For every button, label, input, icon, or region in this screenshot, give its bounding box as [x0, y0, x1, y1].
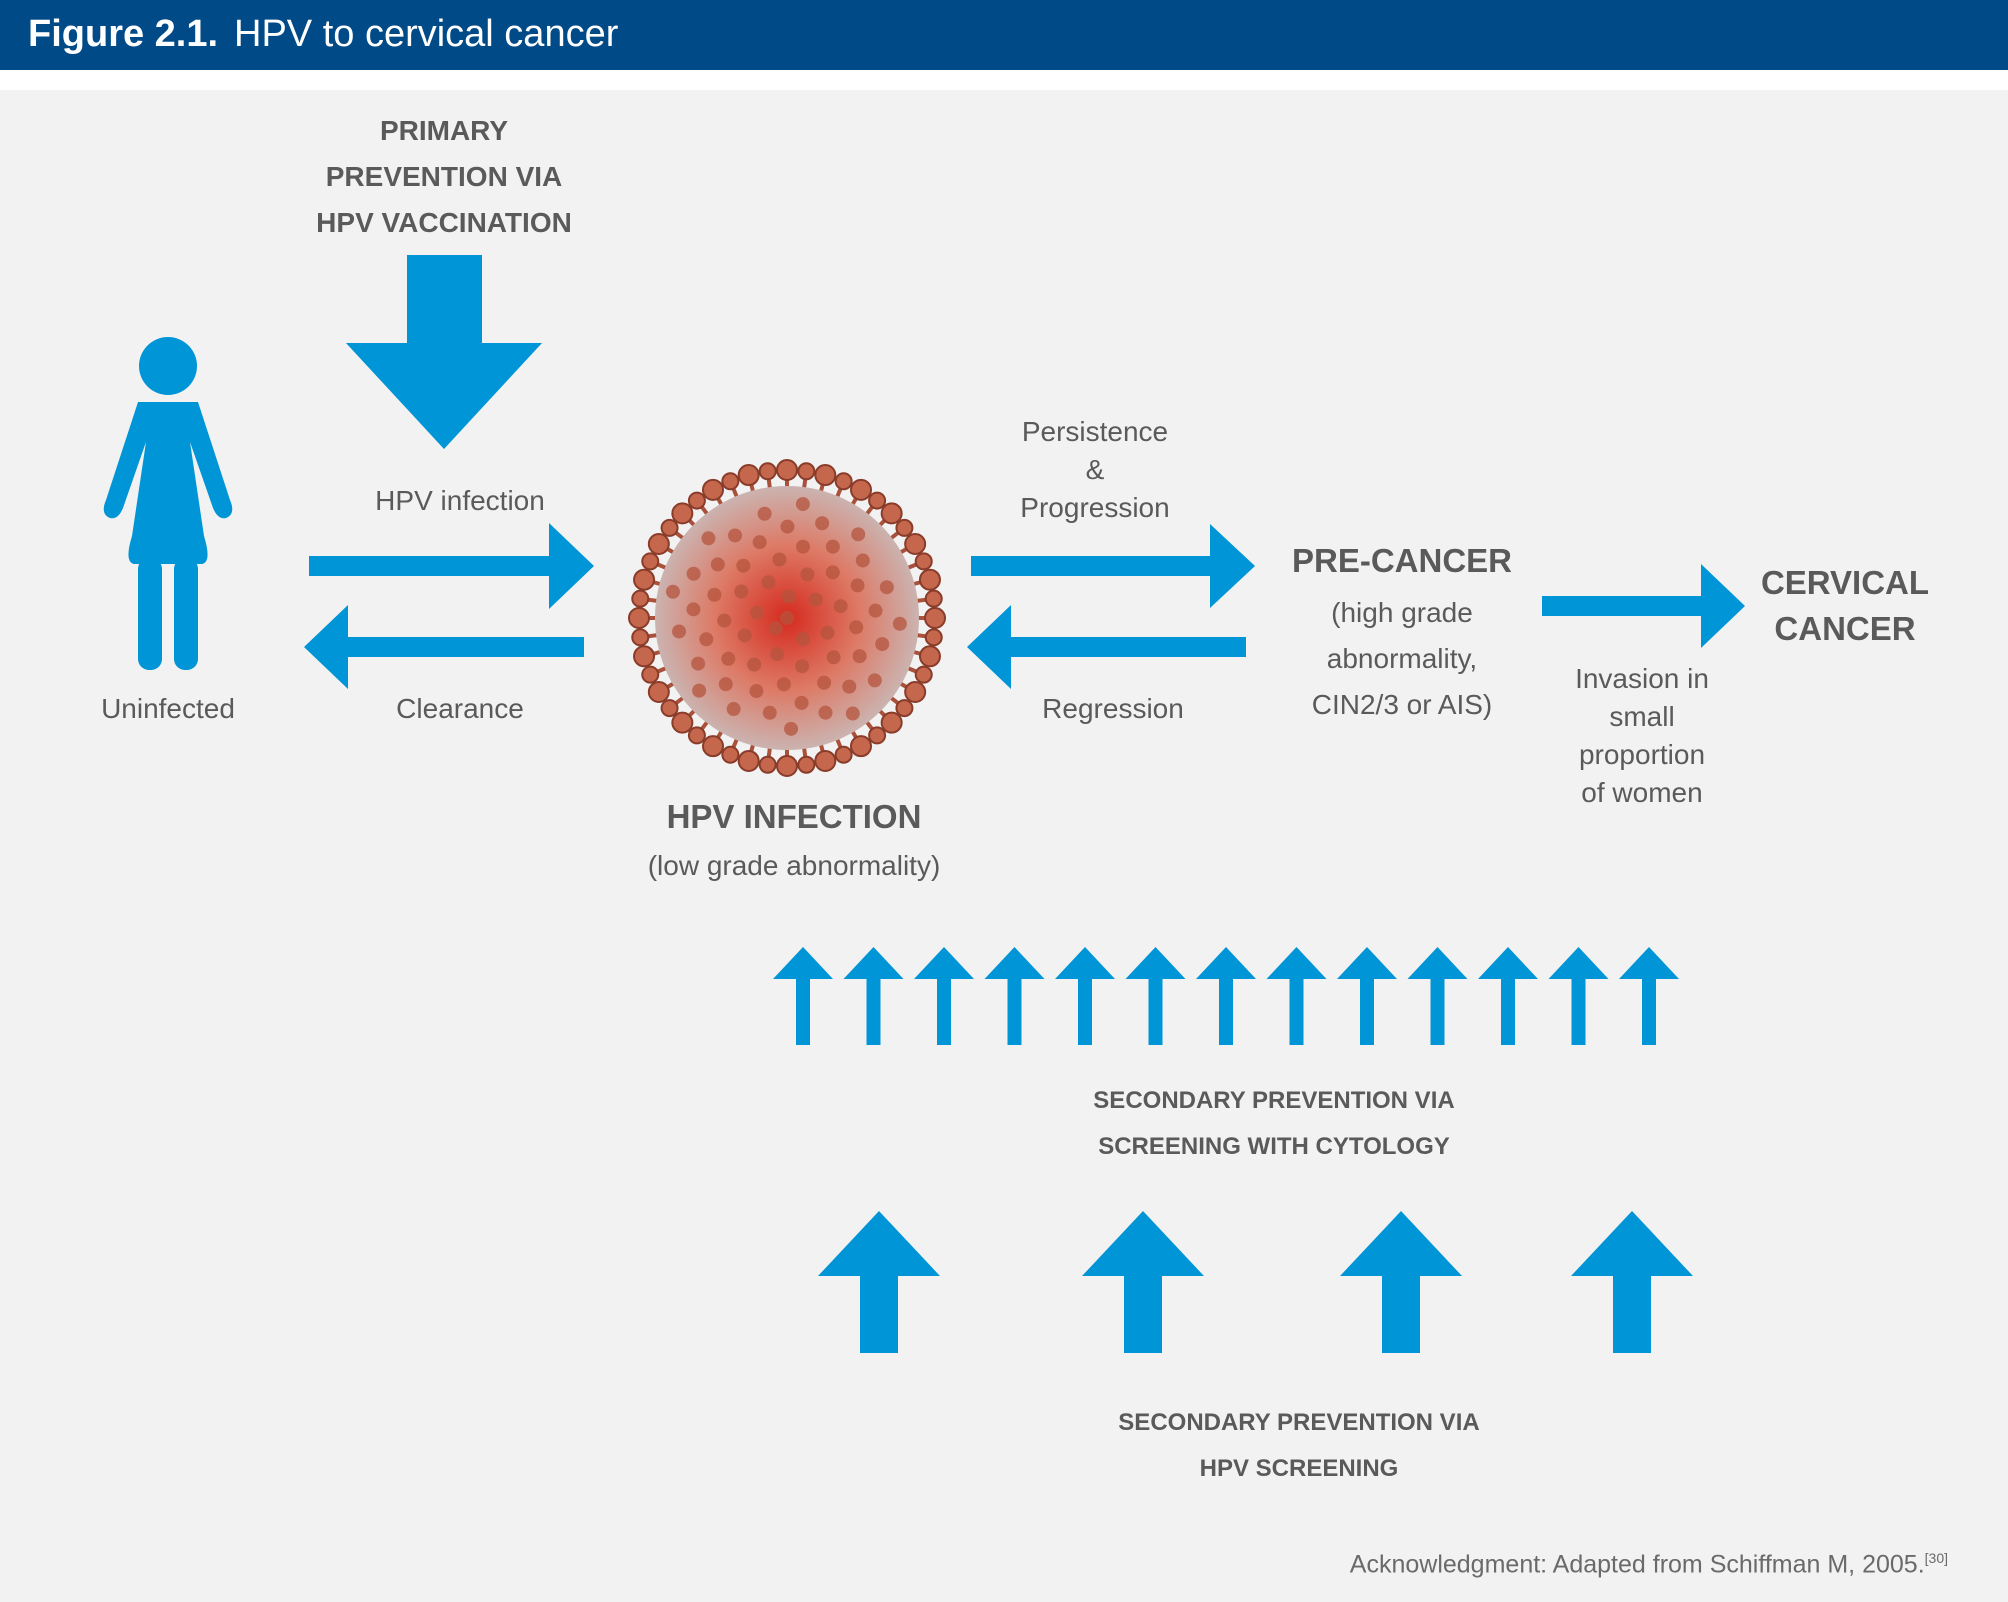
cytology-up-arrow [914, 947, 974, 1045]
primary-prevention-line: PREVENTION VIA [325, 161, 563, 192]
progression-right-arrow [971, 524, 1255, 608]
pre-cancer-title: PRE-CANCER [1291, 542, 1513, 579]
hpv-virus-icon [628, 459, 946, 777]
primary-prevention-line: PRIMARY [379, 115, 509, 146]
regression-label: Regression [1042, 693, 1184, 724]
cytology-up-arrow [1478, 947, 1538, 1045]
regression-left-arrow [967, 605, 1246, 689]
figure-header: Figure 2.1. HPV to cervical cancer [0, 0, 2008, 70]
hpv-screening-up-arrow [1340, 1211, 1462, 1353]
cytology-up-arrow [843, 947, 904, 1045]
invasion-right-arrow [1542, 564, 1745, 648]
diagram-panel [0, 90, 2008, 1602]
vaccination-down-arrow [346, 255, 542, 449]
secondary-cytology-label: SECONDARY PREVENTION VIA SCREENING WITH … [1093, 1078, 1454, 1170]
cytology-up-arrow [1196, 947, 1256, 1045]
acknowledgment: Acknowledgment: Adapted from Schiffman M… [1350, 1550, 1948, 1579]
clearance-left-arrow [304, 605, 584, 689]
cytology-up-arrow [1337, 947, 1397, 1045]
secondary-hpv-label: SECONDARY PREVENTION VIA HPV SCREENING [1118, 1400, 1479, 1492]
hpv-screening-up-arrow [1571, 1211, 1693, 1353]
invasion-line: of women [1581, 777, 1703, 808]
hpv-screening-up-arrow [1082, 1211, 1204, 1353]
cervical-cancer-line: CERVICAL [1760, 564, 1930, 601]
pre-cancer-detail-line: CIN2/3 or AIS) [1311, 689, 1493, 720]
woman-icon [103, 337, 233, 670]
hpv-screening-up-arrows [818, 1211, 1693, 1353]
invasion-label: Invasion in small proportion of women [1575, 660, 1709, 812]
invasion-line: proportion [1578, 739, 1706, 770]
cytology-up-arrow [1548, 947, 1609, 1045]
figure-label: Figure 2.1. [28, 13, 219, 55]
invasion-line: Invasion in [1575, 663, 1709, 694]
acknowledgment-ref: [30] [1924, 1550, 1948, 1566]
invasion-line: small [1609, 701, 1675, 732]
cytology-up-arrow [984, 947, 1045, 1045]
cytology-up-arrow [1055, 947, 1115, 1045]
pre-cancer-detail-line: (high grade [1331, 597, 1473, 628]
acknowledgment-text: Acknowledgment: Adapted from Schiffman M… [1349, 1550, 1925, 1579]
clearance-label: Clearance [396, 693, 524, 724]
cytology-up-arrow [1125, 947, 1186, 1045]
primary-prevention-label: PRIMARY PREVENTION VIA HPV VACCINATION [316, 108, 572, 246]
persistence-line: Progression [1020, 492, 1170, 523]
cytology-up-arrow [1266, 947, 1327, 1045]
cytology-up-arrows [773, 947, 1679, 1045]
hpv-infection-stage-title: HPV INFECTION [666, 798, 922, 835]
uninfected-label: Uninfected [101, 693, 235, 724]
pre-cancer-details: (high grade abnormality, CIN2/3 or AIS) [1312, 590, 1493, 728]
secondary-cytology-line: SECONDARY PREVENTION VIA [1093, 1087, 1455, 1114]
infection-right-arrow [309, 523, 594, 609]
cytology-up-arrow [773, 947, 833, 1045]
cytology-up-arrow [1407, 947, 1468, 1045]
cervical-cancer-line: CANCER [1774, 610, 1916, 647]
secondary-hpv-line: SECONDARY PREVENTION VIA [1118, 1409, 1480, 1436]
persistence-line: Persistence [1021, 416, 1169, 447]
pre-cancer-detail-line: abnormality, [1326, 643, 1478, 674]
hpv-infection-stage-subtitle: (low grade abnormality) [647, 850, 941, 881]
primary-prevention-line: HPV VACCINATION [316, 207, 572, 238]
figure-title: HPV to cervical cancer [234, 13, 619, 55]
secondary-hpv-line: HPV SCREENING [1199, 1455, 1399, 1482]
hpv-infection-arrow-label: HPV infection [375, 485, 545, 516]
persistence-line: & [1085, 454, 1105, 485]
hpv-screening-up-arrow [818, 1211, 940, 1353]
cytology-up-arrow [1619, 947, 1679, 1045]
secondary-cytology-line: SCREENING WITH CYTOLOGY [1098, 1133, 1450, 1160]
persistence-progression-label: Persistence & Progression [1020, 413, 1169, 527]
cervical-cancer-label: CERVICAL CANCER [1761, 560, 1929, 652]
